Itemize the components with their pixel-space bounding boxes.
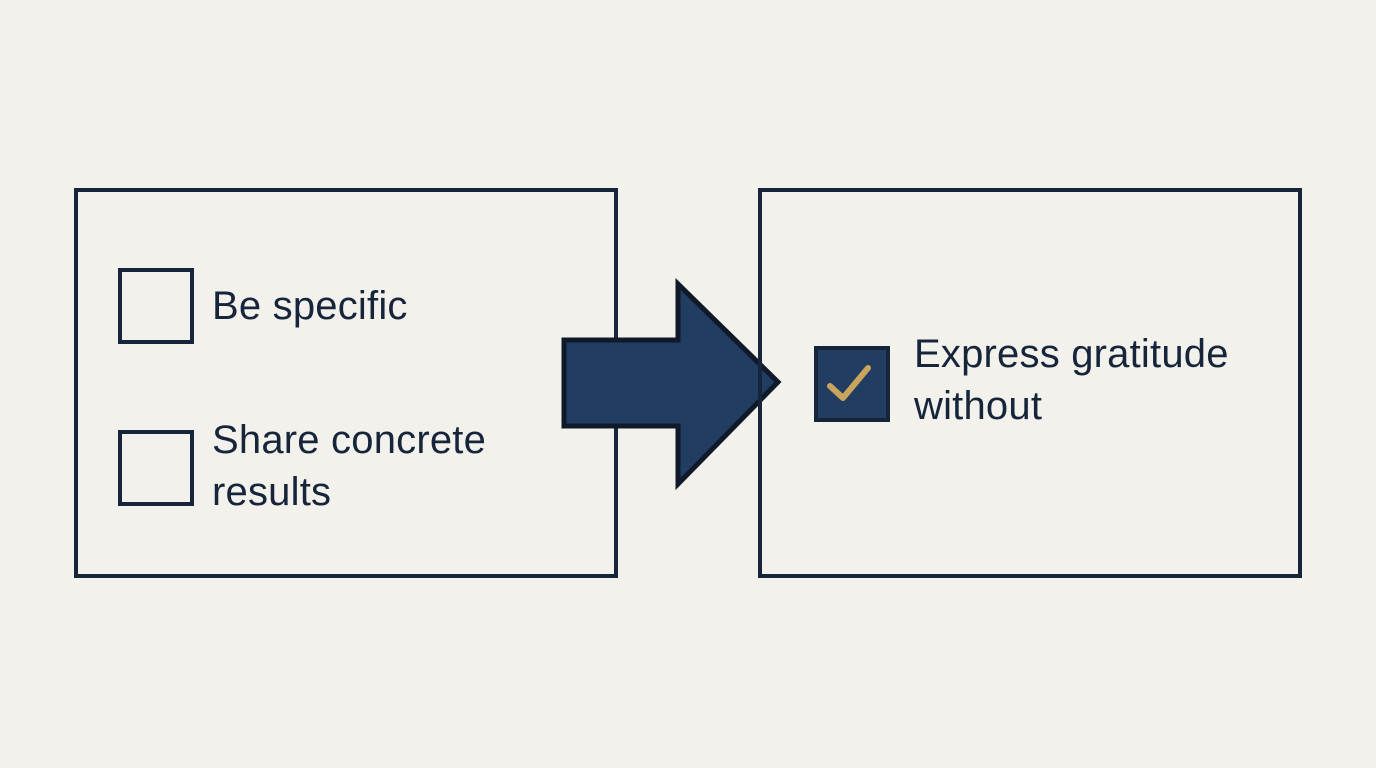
checkmark-icon [827, 365, 871, 401]
label-be-specific: Be specific [212, 284, 408, 328]
right-arrow-icon [561, 278, 782, 491]
label-express-gratitude: Express gratitude without [914, 332, 1229, 428]
left-panel: Be specific Share concrete results [74, 188, 618, 578]
checkbox-share-concrete-results[interactable] [118, 430, 194, 506]
label-share-concrete-results: Share concrete results [212, 418, 487, 514]
right-panel: Express gratitude without [758, 188, 1302, 578]
checkbox-express-gratitude[interactable] [814, 346, 890, 422]
checkbox-be-specific[interactable] [118, 268, 194, 344]
